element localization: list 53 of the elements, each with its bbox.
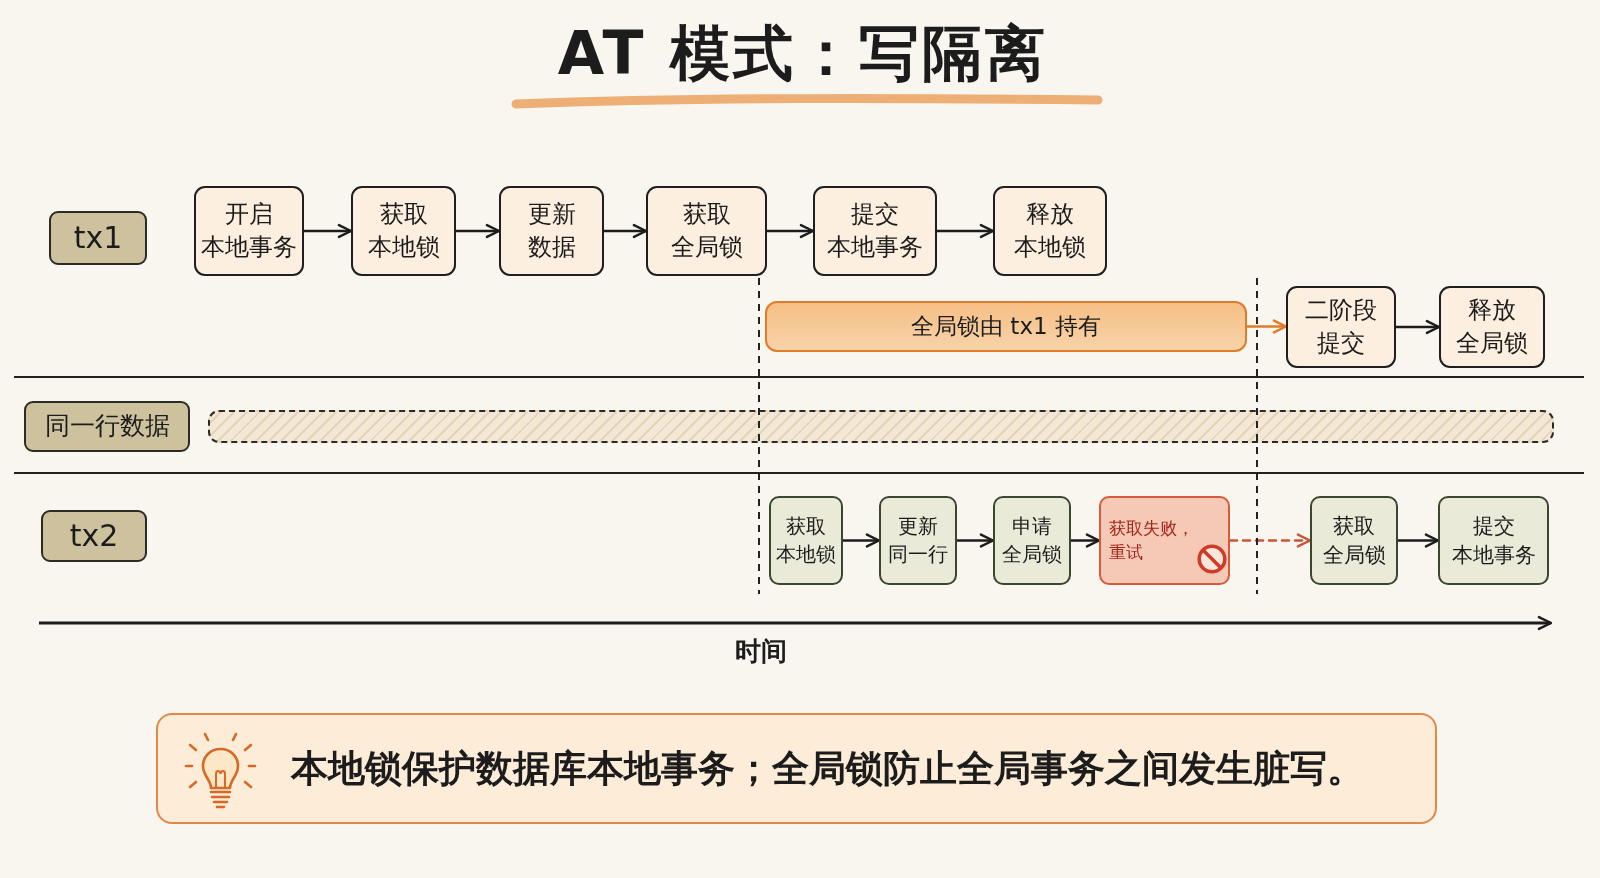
step-label: 提交本地事务 xyxy=(827,198,923,263)
arrow xyxy=(765,223,815,239)
lane-label: tx1 xyxy=(73,219,123,258)
step-label: 获取本地锁 xyxy=(367,198,440,263)
process-box xyxy=(646,186,767,276)
failure-box xyxy=(1099,496,1230,585)
failure-label: 获取失败，重试 xyxy=(1109,517,1194,564)
step-label: 释放本地锁 xyxy=(1014,198,1086,263)
note-text: 本地锁保护数据库本地事务；全局锁防止全局事务之间发生脏写。 xyxy=(291,745,1364,792)
lane-label: 同一行数据 xyxy=(44,410,170,443)
arrow xyxy=(302,223,353,239)
arrow xyxy=(955,533,995,548)
arrow xyxy=(454,223,501,239)
arrow xyxy=(935,223,995,239)
lane-label: tx2 xyxy=(69,517,119,556)
title: AT 模式：写隔离 xyxy=(557,17,1049,90)
lane-tag xyxy=(24,401,190,452)
step-label: 申请全局锁 xyxy=(1002,512,1062,568)
arrow xyxy=(602,223,648,239)
process-box xyxy=(813,186,937,276)
arrow xyxy=(1396,533,1440,548)
process-box xyxy=(1439,286,1545,368)
note-box xyxy=(156,713,1437,824)
process-box xyxy=(879,496,957,585)
process-box xyxy=(1286,286,1396,368)
step-label: 开启本地事务 xyxy=(201,198,297,263)
process-box xyxy=(993,496,1071,585)
process-box xyxy=(194,186,304,276)
process-box xyxy=(351,186,456,276)
arrow xyxy=(1069,533,1101,548)
dashed-arrow xyxy=(1228,533,1312,548)
process-box xyxy=(993,186,1107,276)
arrow xyxy=(1245,319,1288,334)
step-label: 释放全局锁 xyxy=(1456,294,1528,359)
process-box xyxy=(499,186,604,276)
axis-label: 时间 xyxy=(735,635,787,668)
lane-tag xyxy=(41,510,147,562)
lane-tag xyxy=(49,211,147,265)
arrow xyxy=(1394,319,1441,335)
arrow xyxy=(841,533,881,548)
process-box xyxy=(769,496,843,585)
step-label: 更新同一行 xyxy=(888,512,948,568)
step-label: 二阶段提交 xyxy=(1305,294,1377,359)
lock-hold-bar xyxy=(765,301,1247,352)
step-label: 获取全局锁 xyxy=(1322,512,1386,569)
process-box xyxy=(1438,496,1549,585)
step-label: 获取本地锁 xyxy=(776,512,836,568)
step-label: 更新数据 xyxy=(527,198,576,263)
bar-label: 全局锁由 tx1 持有 xyxy=(911,311,1101,341)
step-label: 提交本地事务 xyxy=(1451,512,1536,569)
step-label: 获取全局锁 xyxy=(670,198,743,263)
process-box xyxy=(1310,496,1398,585)
data-row-band xyxy=(208,410,1554,443)
